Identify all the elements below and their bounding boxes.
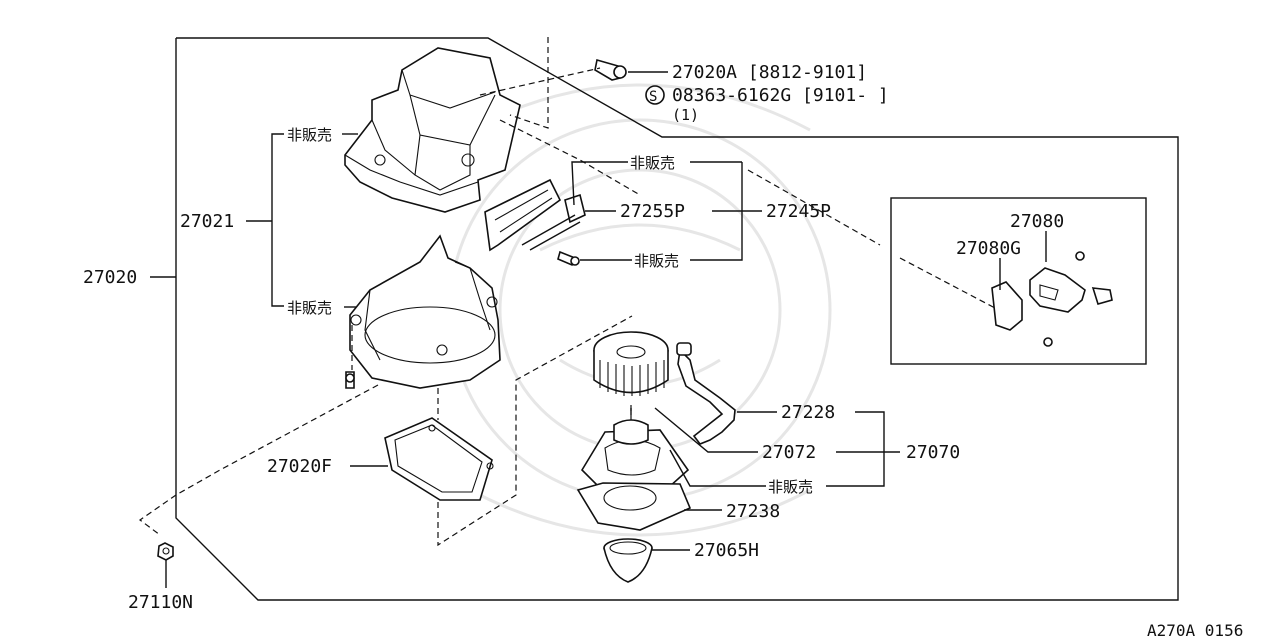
intake-door-flap — [484, 178, 586, 252]
label-not-for-sale-lower: 非販売 — [287, 299, 332, 317]
label-27072: 27072 — [762, 442, 816, 463]
label-27020: 27020 — [83, 267, 137, 288]
cover-27065H — [603, 538, 653, 583]
lower-blower-housing — [349, 234, 501, 389]
screw-lower-housing — [345, 371, 355, 389]
label-not-for-sale-upper: 非販売 — [287, 126, 332, 144]
blower-fan — [593, 331, 669, 396]
diagram-code: A270A 0156 — [1147, 621, 1243, 639]
label-08363-qty: (1) — [672, 106, 699, 124]
gasket-27020F — [384, 417, 494, 501]
resistor-inset-box — [890, 197, 1147, 365]
label-27238: 27238 — [726, 501, 780, 522]
motor-seal-27238 — [576, 482, 692, 531]
screw-flap — [557, 250, 580, 267]
upper-blower-housing — [344, 47, 521, 213]
s-symbol: S — [649, 89, 657, 105]
label-27110N: 27110N — [128, 592, 193, 613]
label-27228: 27228 — [781, 402, 835, 423]
label-27021: 27021 — [180, 211, 234, 232]
label-27070: 27070 — [906, 442, 960, 463]
label-not-for-sale-motor: 非販売 — [768, 478, 813, 496]
label-27020A: 27020A [8812-9101] — [672, 62, 867, 83]
label-27255P: 27255P — [620, 201, 685, 222]
blower-resistor — [991, 251, 1113, 347]
s-symbol-circle — [645, 85, 665, 105]
wire-harness-27228 — [676, 342, 736, 445]
label-27080: 27080 — [1010, 211, 1064, 232]
label-not-for-sale-bracket-top: 非販売 — [630, 154, 675, 172]
label-27080G: 27080G — [956, 238, 1021, 259]
label-not-for-sale-bracket-bottom: 非販売 — [634, 252, 679, 270]
screw-top — [594, 58, 627, 81]
label-27020F: 27020F — [267, 456, 332, 477]
label-27245P: 27245P — [766, 201, 831, 222]
label-08363-6162G: 08363-6162G [9101- ] — [672, 85, 889, 106]
assembly-outline — [175, 37, 1179, 601]
label-27065H: 27065H — [694, 540, 759, 561]
blower-motor — [580, 408, 690, 489]
nut-27110N — [157, 542, 174, 561]
